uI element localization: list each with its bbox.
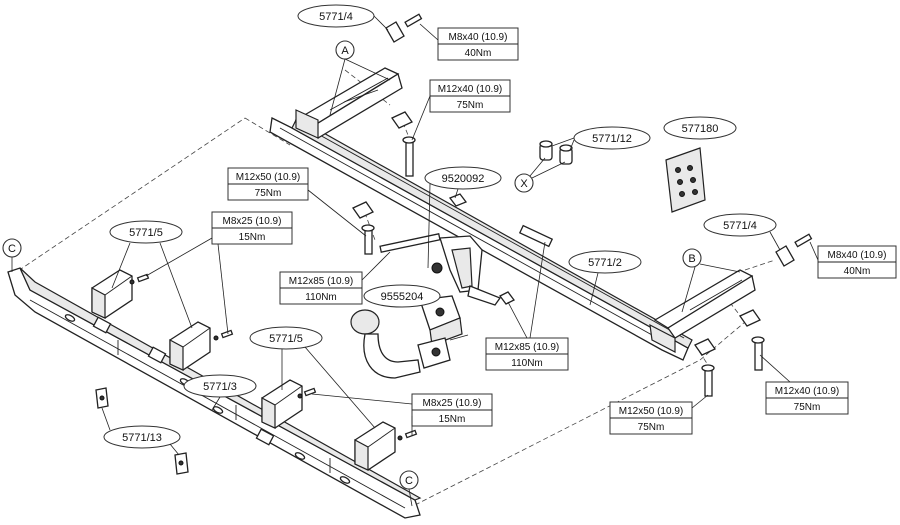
mounting-bracket-mid-b <box>354 421 396 471</box>
spec-m8x25-left: M8x25 (10.9) 15Nm <box>145 211 293 335</box>
label-5771-4-top: 5771/4 <box>297 4 389 31</box>
svg-text:110Nm: 110Nm <box>305 292 337 303</box>
label-5771-4-right: 5771/4 <box>703 213 781 251</box>
marker-x: X <box>514 157 566 193</box>
svg-text:577180: 577180 <box>682 123 719 135</box>
spec-m12x50-left: M12x50 (10.9) 75Nm <box>227 167 367 237</box>
svg-text:5771/12: 5771/12 <box>592 133 632 145</box>
electrical-kit-577180 <box>665 147 706 213</box>
svg-text:9555204: 9555204 <box>381 291 424 303</box>
marker-c-right: C <box>399 470 419 507</box>
svg-text:M12x50 (10.9): M12x50 (10.9) <box>236 172 300 183</box>
svg-text:M8x40 (10.9): M8x40 (10.9) <box>828 250 887 261</box>
svg-text:C: C <box>8 243 16 255</box>
mounting-bracket-left-b <box>169 321 211 371</box>
spec-m8x25-mid: M8x25 (10.9) 15Nm <box>311 393 493 436</box>
svg-text:M8x25 (10.9): M8x25 (10.9) <box>423 398 482 409</box>
mounting-bracket-left-a <box>91 269 133 319</box>
svg-text:75Nm: 75Nm <box>794 402 821 413</box>
svg-text:C: C <box>405 475 413 487</box>
svg-text:X: X <box>520 178 528 190</box>
svg-text:5771/2: 5771/2 <box>588 257 622 269</box>
svg-text:15Nm: 15Nm <box>239 232 266 243</box>
spacer-plate-right <box>775 233 813 267</box>
svg-text:B: B <box>688 253 695 265</box>
svg-text:9520092: 9520092 <box>442 173 485 185</box>
label-5771-2: 5771/2 <box>568 250 642 306</box>
svg-text:75Nm: 75Nm <box>457 100 484 111</box>
svg-text:110Nm: 110Nm <box>511 358 543 369</box>
svg-text:5771/4: 5771/4 <box>723 220 757 232</box>
spec-m12x85-mid: M12x85 (10.9) 110Nm <box>485 241 569 371</box>
mounting-bracket-mid-a <box>261 379 303 429</box>
label-577180: 577180 <box>663 116 737 140</box>
bolt-m12x50-left <box>352 201 375 255</box>
svg-text:5771/5: 5771/5 <box>129 227 163 239</box>
spacer-plate-top <box>385 13 423 43</box>
label-5771-13: 5771/13 <box>101 407 181 456</box>
label-9520092: 9520092 <box>424 166 502 269</box>
svg-text:M8x40 (10.9): M8x40 (10.9) <box>449 32 508 43</box>
bolt-set-right <box>739 309 765 371</box>
svg-text:M12x40 (10.9): M12x40 (10.9) <box>438 84 502 95</box>
bolt-m12x85 <box>379 224 554 305</box>
svg-text:M12x85 (10.9): M12x85 (10.9) <box>289 276 353 287</box>
label-9555204: 9555204 <box>363 284 441 308</box>
marker-a: A <box>329 40 391 116</box>
clip-part <box>95 387 189 475</box>
svg-text:40Nm: 40Nm <box>844 266 871 277</box>
label-5771-5-left: 5771/5 <box>109 220 193 329</box>
spec-m8x40-top: M8x40 (10.9) 40Nm <box>419 23 519 61</box>
svg-text:M12x85 (10.9): M12x85 (10.9) <box>495 342 559 353</box>
spec-m12x50-bottom: M12x50 (10.9) 75Nm <box>609 394 709 435</box>
tow-ball-neck-9555204 <box>350 295 469 379</box>
svg-text:75Nm: 75Nm <box>638 422 665 433</box>
svg-text:5771/5: 5771/5 <box>269 333 303 345</box>
svg-text:40Nm: 40Nm <box>465 48 492 59</box>
label-5771-5-mid: 5771/5 <box>249 326 376 429</box>
bolt-set-top <box>391 111 416 177</box>
spec-m12x85-left: M12x85 (10.9) 110Nm <box>279 251 391 305</box>
svg-text:M8x25 (10.9): M8x25 (10.9) <box>223 216 282 227</box>
label-5771-3: 5771/3 <box>183 374 257 411</box>
svg-text:5771/4: 5771/4 <box>319 11 353 23</box>
svg-text:75Nm: 75Nm <box>255 188 282 199</box>
svg-text:5771/3: 5771/3 <box>203 381 237 393</box>
bracket-bolts <box>129 273 418 441</box>
nut-9520092 <box>448 193 468 207</box>
svg-text:5771/13: 5771/13 <box>122 432 162 444</box>
marker-b: B <box>681 248 741 313</box>
spec-m12x40-top: M12x40 (10.9) 75Nm <box>411 79 511 141</box>
sleeves-5771-12 <box>539 140 573 165</box>
svg-text:M12x40 (10.9): M12x40 (10.9) <box>775 386 839 397</box>
svg-text:15Nm: 15Nm <box>439 414 466 425</box>
svg-text:A: A <box>341 45 349 57</box>
bolt-m12x50-bottom <box>694 338 716 397</box>
label-5771-12: 5771/12 <box>551 126 651 151</box>
marker-c-left: C <box>2 238 22 272</box>
spec-m12x40-right: M12x40 (10.9) 75Nm <box>759 354 849 415</box>
svg-text:M12x50 (10.9): M12x50 (10.9) <box>619 406 683 417</box>
spec-m8x40-right: M8x40 (10.9) 40Nm <box>809 241 897 279</box>
main-crossbar <box>269 67 756 361</box>
